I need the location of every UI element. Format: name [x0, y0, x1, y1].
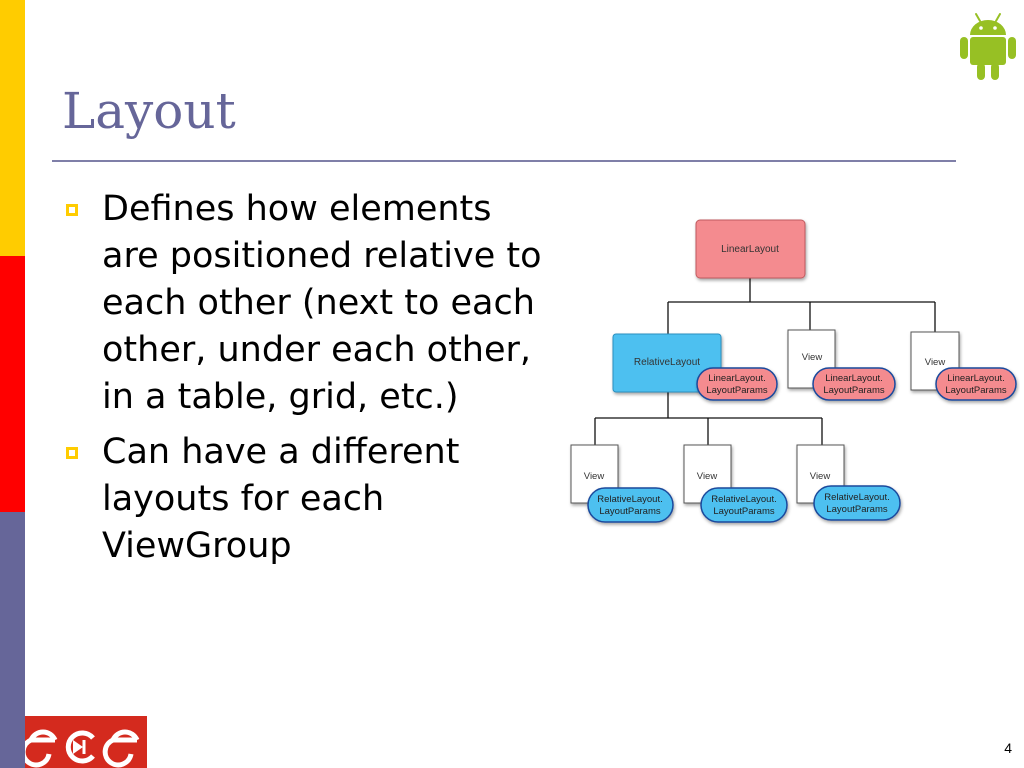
- tree-node-root: LinearLayout: [695, 219, 806, 279]
- page-number: 4: [1004, 740, 1012, 756]
- relative-layout-label: RelativeLayout: [634, 357, 700, 368]
- root-node-box: [695, 219, 806, 279]
- tree-node-relative-layout: RelativeLayout LinearLayout. LayoutParam…: [612, 333, 778, 401]
- relative-params-badge: [813, 485, 901, 521]
- android-robot-icon: [960, 13, 1016, 80]
- left-color-bar-purple: [0, 512, 25, 768]
- bullet-list: Defines how elements are positioned rela…: [62, 186, 542, 578]
- tree-node-view: View RelativeLayout. LayoutParams: [683, 444, 788, 523]
- ece-logo-glyphs: [25, 729, 140, 768]
- view-hierarchy-diagram: LinearLayout RelativeLayout LinearLayout…: [570, 219, 1017, 523]
- tree-node-view: View LinearLayout. LayoutParams: [787, 329, 896, 401]
- relative-params-badge: [700, 487, 788, 523]
- linear-params-badge: [935, 367, 1017, 401]
- relative-layout-box: [612, 333, 722, 393]
- square-bullet-icon: [66, 204, 78, 216]
- ece-logo: [25, 716, 147, 768]
- linear-params-line1: LinearLayout.: [825, 373, 883, 384]
- linear-params-line2: LayoutParams: [945, 385, 1007, 396]
- view-label: View: [697, 471, 718, 482]
- slide-title: Layout: [62, 82, 236, 140]
- bullet-text: Defines how elements are positioned rela…: [102, 189, 542, 417]
- view-label: View: [802, 352, 823, 363]
- bullet-item: Can have a different layouts for each Vi…: [62, 429, 542, 570]
- relative-params-badge: [587, 487, 674, 523]
- left-color-bar-yellow: [0, 0, 25, 256]
- relative-params-line1: RelativeLayout.: [824, 492, 889, 503]
- tree-node-view: View LinearLayout. LayoutParams: [910, 331, 1017, 401]
- title-underline: [52, 160, 956, 162]
- linear-params-line1: LinearLayout.: [947, 373, 1005, 384]
- linear-params-line2: LayoutParams: [706, 385, 768, 396]
- tree-connectors: [594, 278, 936, 445]
- left-color-bar-red: [0, 256, 25, 512]
- view-box: [910, 331, 960, 391]
- relative-params-line1: RelativeLayout.: [597, 494, 662, 505]
- view-label: View: [925, 357, 946, 368]
- relative-params-line2: LayoutParams: [713, 506, 775, 517]
- tree-node-view: View RelativeLayout. LayoutParams: [796, 444, 901, 521]
- relative-params-line2: LayoutParams: [599, 506, 661, 517]
- linear-params-badge: [812, 367, 896, 401]
- bullet-item: Defines how elements are positioned rela…: [62, 186, 542, 421]
- linear-params-badge: [696, 367, 778, 401]
- tree-node-view: View RelativeLayout. LayoutParams: [570, 444, 674, 523]
- relative-params-line2: LayoutParams: [826, 504, 888, 515]
- bullet-text: Can have a different layouts for each Vi…: [102, 432, 460, 566]
- linear-params-line2: LayoutParams: [823, 385, 885, 396]
- view-label: View: [810, 471, 831, 482]
- view-label: View: [584, 471, 605, 482]
- relative-params-line1: RelativeLayout.: [711, 494, 776, 505]
- square-bullet-icon: [66, 447, 78, 459]
- linear-params-line1: LinearLayout.: [708, 373, 766, 384]
- root-node-label: LinearLayout: [721, 244, 779, 255]
